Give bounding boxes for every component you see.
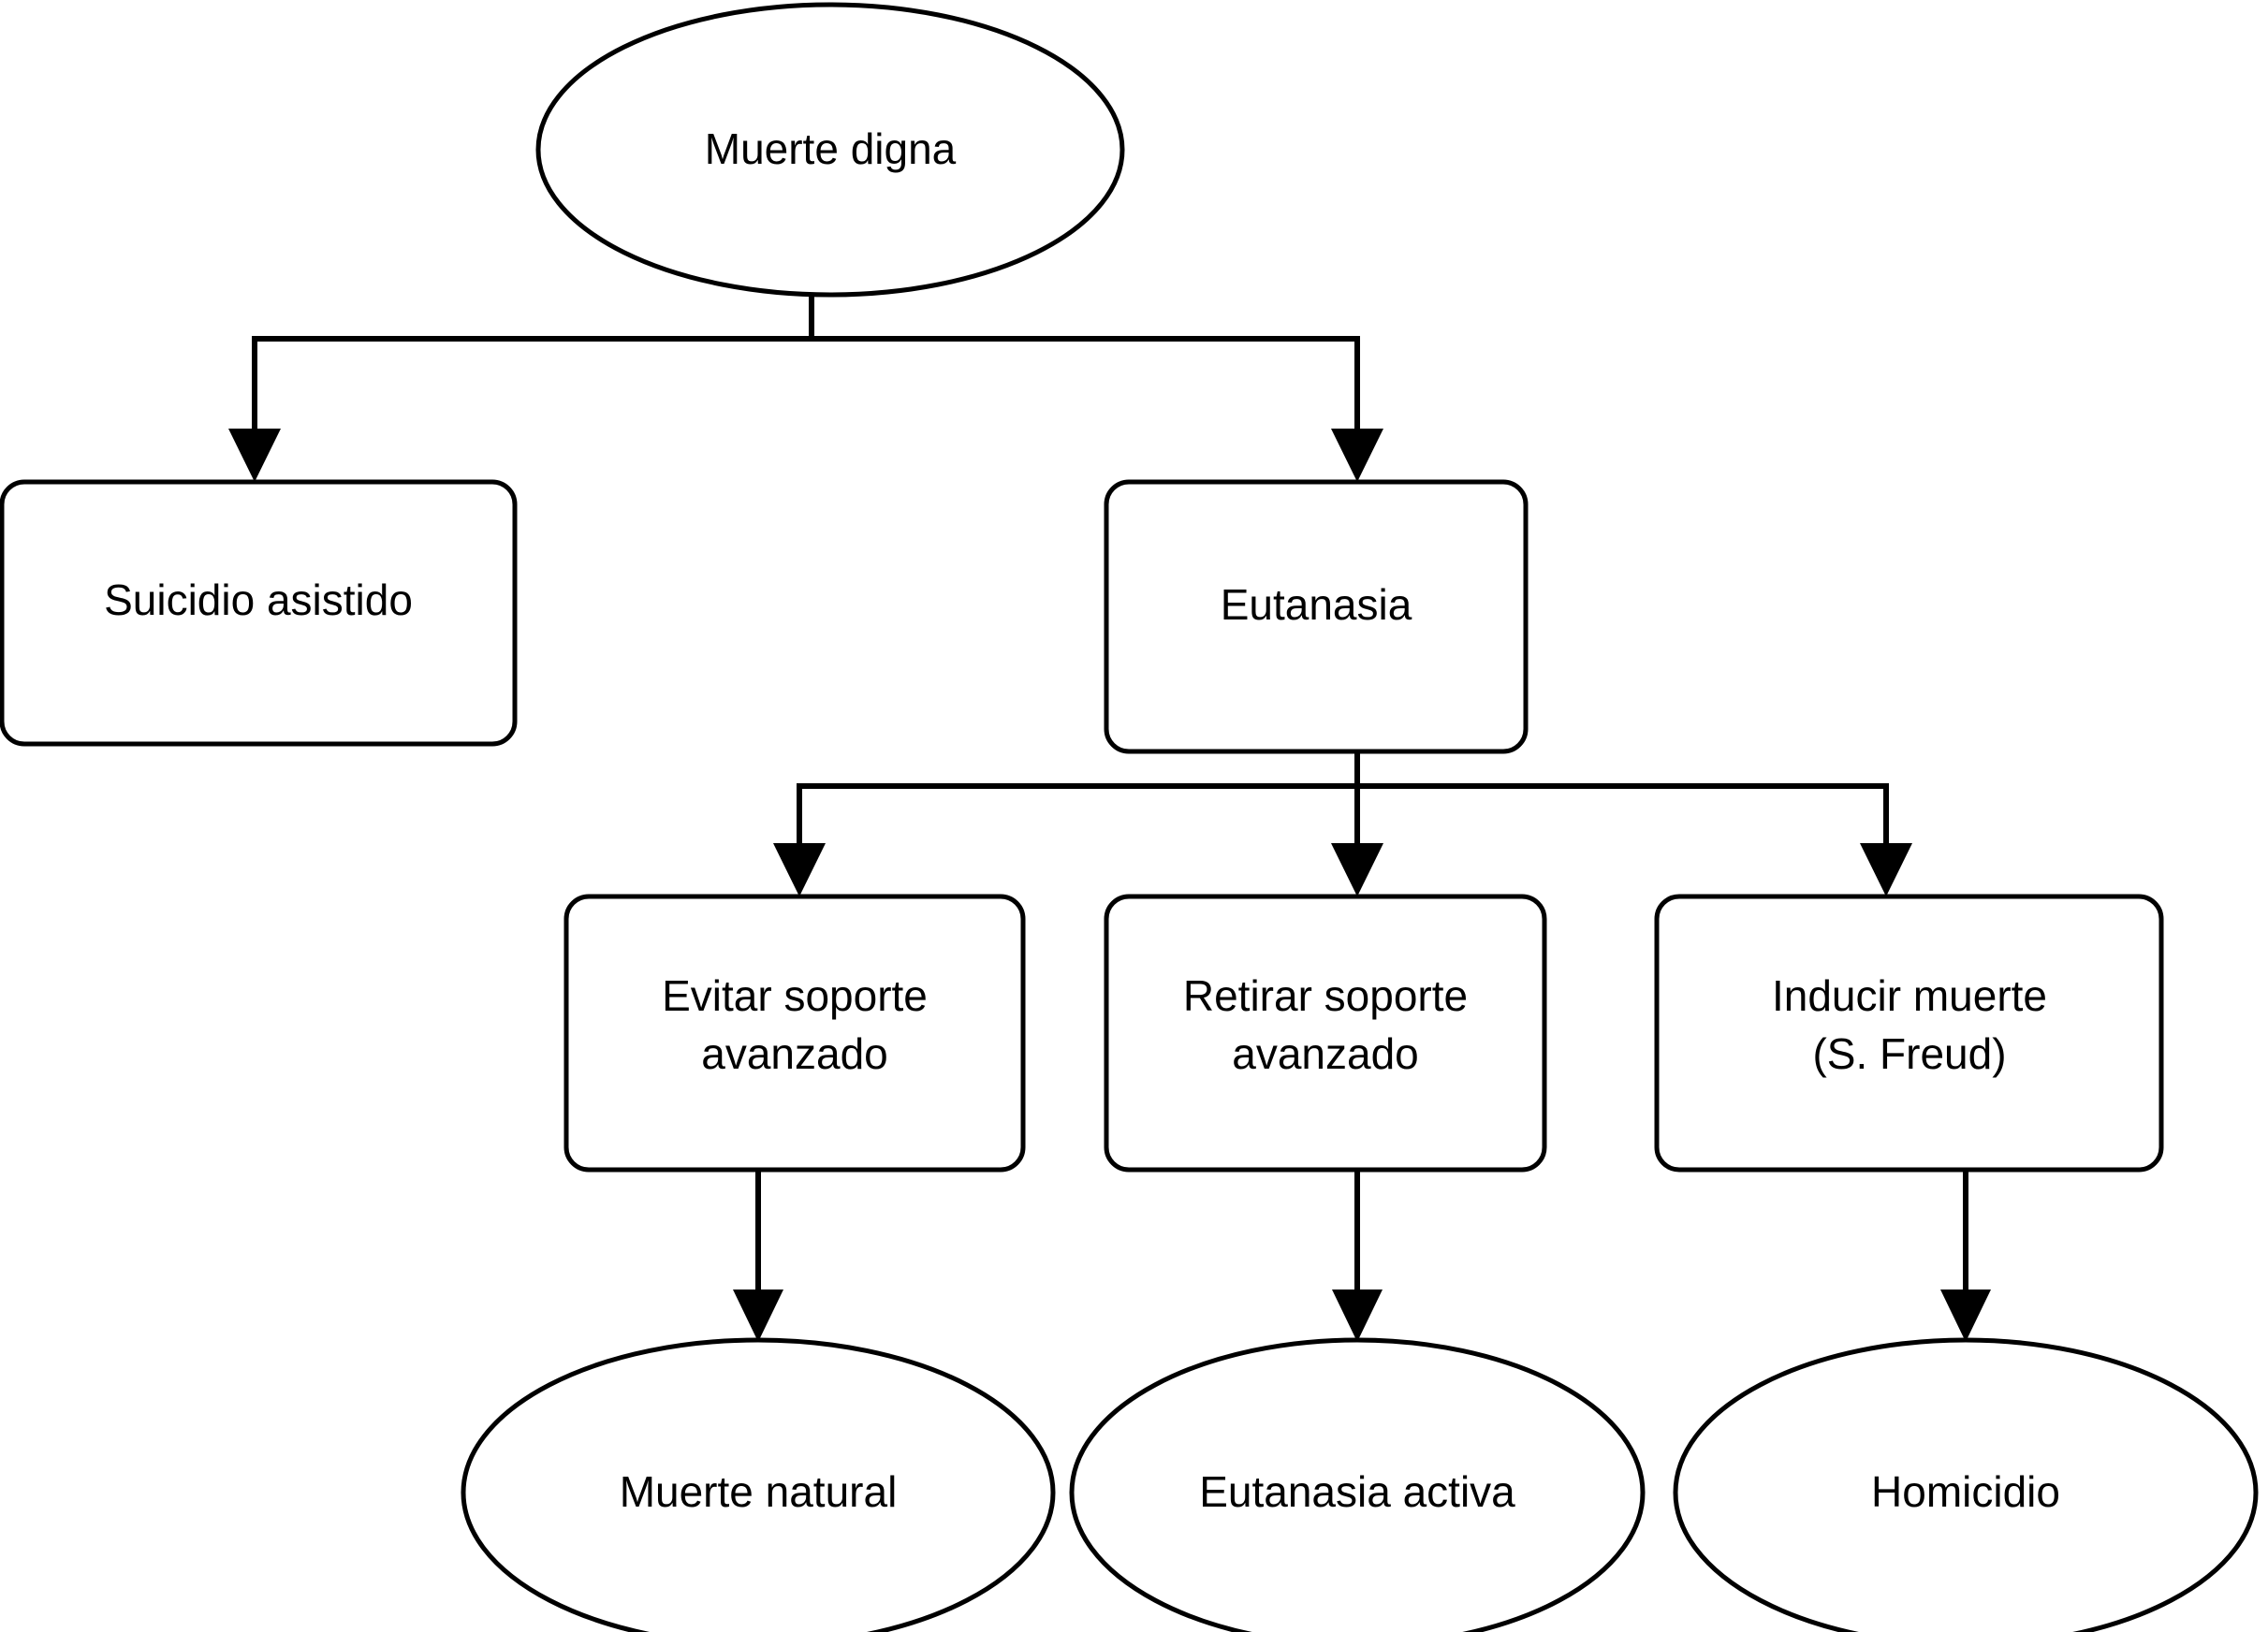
node-homicidio[interactable]: Homicidio xyxy=(1673,1337,2259,1632)
edge-retirar-soporte-to-eutanasia-activa xyxy=(1332,1170,1383,1342)
rounded-rect-shape xyxy=(1104,894,1547,1173)
node-evitar-soporte-avanzado[interactable]: Evitar soporte avanzado xyxy=(563,894,1026,1173)
ellipse-shape xyxy=(535,2,1125,298)
ellipse-shape xyxy=(461,1337,1056,1632)
edge-evitar-soporte-to-muerte-natural xyxy=(733,1170,783,1342)
node-muerte-digna[interactable]: Muerte digna xyxy=(535,2,1125,298)
node-label-eutanasia: Eutanasia xyxy=(1221,580,1412,629)
ellipse-shape xyxy=(1069,1337,1646,1632)
node-label-suicidio-asistido: Suicidio asistido xyxy=(104,576,413,624)
edge-eutanasia-to-evitar-soporte xyxy=(773,751,1360,896)
edge-muerte-digna-to-suicidio-asistido xyxy=(228,295,814,482)
node-suicidio-asistido[interactable]: Suicidio asistido xyxy=(0,479,518,747)
node-inducir-muerte-freud[interactable]: Inducir muerte (S. Freud) xyxy=(1654,894,2164,1173)
node-label-inducir-muerte-line1: Inducir muerte xyxy=(1772,971,2047,1020)
ellipse-shape xyxy=(1673,1337,2259,1632)
node-label-evitar-soporte-line2: avanzado xyxy=(701,1029,888,1078)
node-eutanasia-activa[interactable]: Eutanasia activa xyxy=(1069,1337,1646,1632)
edge-inducir-muerte-to-homicidio xyxy=(1940,1170,1991,1342)
node-label-evitar-soporte-line1: Evitar soporte xyxy=(662,971,928,1020)
edge-muerte-digna-to-eutanasia xyxy=(812,336,1383,482)
node-muerte-natural[interactable]: Muerte natural xyxy=(461,1337,1056,1632)
rounded-rect-shape xyxy=(0,479,518,747)
node-label-muerte-natural: Muerte natural xyxy=(620,1467,898,1516)
node-label-eutanasia-activa: Eutanasia activa xyxy=(1199,1467,1515,1516)
node-label-retirar-soporte-line2: avanzado xyxy=(1232,1029,1419,1078)
rounded-rect-shape xyxy=(563,894,1026,1173)
node-eutanasia[interactable]: Eutanasia xyxy=(1104,479,1529,754)
rounded-rect-shape xyxy=(1654,894,2164,1173)
edge-eutanasia-to-inducir-muerte xyxy=(1357,783,1912,896)
node-label-homicidio: Homicidio xyxy=(1871,1467,2060,1516)
edge-eutanasia-to-retirar-soporte xyxy=(1331,751,1383,896)
node-label-inducir-muerte-line2: (S. Freud) xyxy=(1812,1029,2006,1078)
node-label-retirar-soporte-line1: Retirar soporte xyxy=(1183,971,1468,1020)
rounded-rect-shape xyxy=(1104,479,1529,754)
node-retirar-soporte-avanzado[interactable]: Retirar soporte avanzado xyxy=(1104,894,1547,1173)
node-label-muerte-digna: Muerte digna xyxy=(705,124,957,173)
